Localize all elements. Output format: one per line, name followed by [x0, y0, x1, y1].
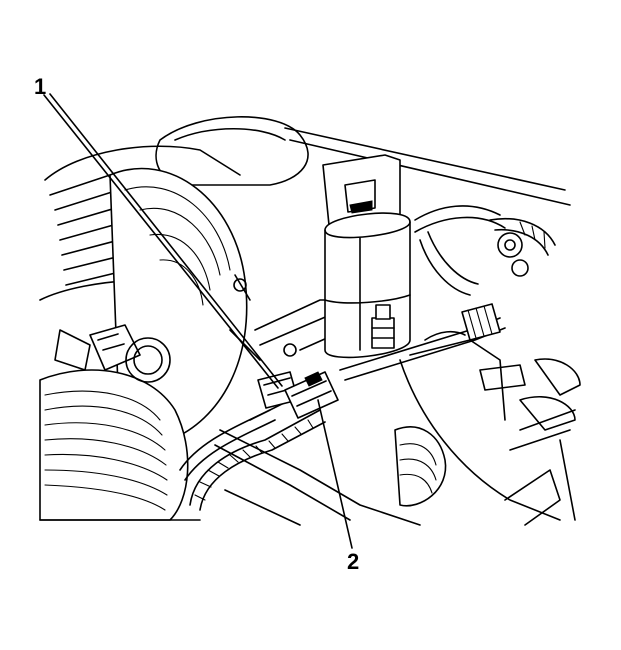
cowl-lines [39, 429, 421, 526]
callout-label-2: 2 [347, 549, 360, 574]
harness-connector-2 [284, 371, 339, 419]
leader-lines [43, 93, 353, 549]
engine-block-right [394, 339, 581, 526]
callout-label-1: 1 [34, 74, 47, 99]
canister-fitting [371, 304, 395, 349]
sensor-connector-left [54, 324, 171, 383]
throttle-tube [109, 167, 251, 441]
hood-edge [155, 116, 571, 206]
air-intake-duct [39, 369, 189, 521]
emission-canister [322, 154, 411, 359]
vapor-line [339, 303, 506, 381]
right-hoses [414, 205, 556, 296]
